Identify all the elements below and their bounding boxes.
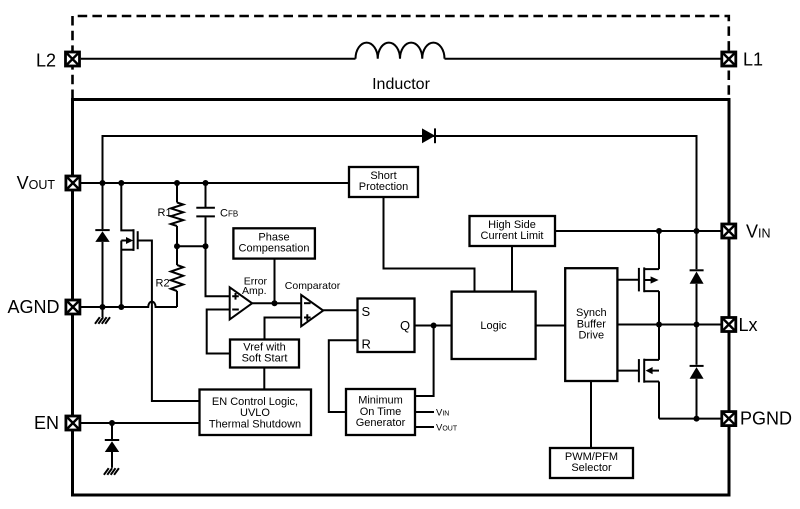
- svg-text:VIN: VIN: [746, 221, 771, 241]
- svg-text:PWM/PFM: PWM/PFM: [565, 451, 618, 463]
- svg-text:EN Control Logic,: EN Control Logic,: [212, 396, 298, 408]
- svg-text:Comparator: Comparator: [285, 280, 341, 292]
- svg-text:S: S: [362, 304, 371, 319]
- svg-text:R2: R2: [156, 278, 170, 290]
- svg-text:Q: Q: [400, 318, 410, 333]
- svg-text:On Time: On Time: [360, 406, 402, 418]
- svg-text:L2: L2: [36, 51, 56, 71]
- svg-text:Selector: Selector: [571, 462, 612, 474]
- svg-text:Soft Start: Soft Start: [242, 353, 288, 365]
- svg-text:Vref with: Vref with: [243, 342, 285, 354]
- svg-text:Thermal Shutdown: Thermal Shutdown: [209, 418, 301, 430]
- svg-text:Error: Error: [244, 275, 268, 287]
- svg-text:Drive: Drive: [578, 330, 604, 342]
- svg-text:Current Limit: Current Limit: [481, 230, 544, 242]
- svg-text:Amp.: Amp.: [242, 285, 267, 297]
- svg-text:VOUT: VOUT: [436, 423, 458, 434]
- svg-text:Minimum: Minimum: [358, 395, 403, 407]
- svg-text:Logic: Logic: [480, 320, 507, 332]
- svg-text:Phase: Phase: [258, 232, 289, 244]
- svg-text:Compensation: Compensation: [239, 242, 310, 254]
- svg-text:R: R: [362, 336, 371, 351]
- svg-text:Synch: Synch: [576, 307, 607, 319]
- svg-text:Inductor: Inductor: [372, 76, 430, 93]
- svg-text:Generator: Generator: [356, 417, 406, 429]
- svg-text:Protection: Protection: [359, 181, 409, 193]
- svg-text:Buffer: Buffer: [577, 318, 606, 330]
- svg-text:CFB: CFB: [220, 208, 238, 220]
- svg-text:UVLO: UVLO: [240, 407, 270, 419]
- svg-text:VOUT: VOUT: [17, 173, 56, 193]
- svg-text:Short: Short: [370, 170, 396, 182]
- svg-text:EN: EN: [34, 413, 59, 433]
- svg-text:High Side: High Side: [488, 219, 536, 231]
- svg-text:VIN: VIN: [436, 407, 449, 418]
- svg-text:AGND: AGND: [7, 297, 59, 317]
- svg-text:Lx: Lx: [739, 315, 758, 335]
- svg-text:L1: L1: [743, 50, 763, 70]
- svg-text:R1: R1: [158, 207, 172, 219]
- svg-text:PGND: PGND: [740, 409, 792, 429]
